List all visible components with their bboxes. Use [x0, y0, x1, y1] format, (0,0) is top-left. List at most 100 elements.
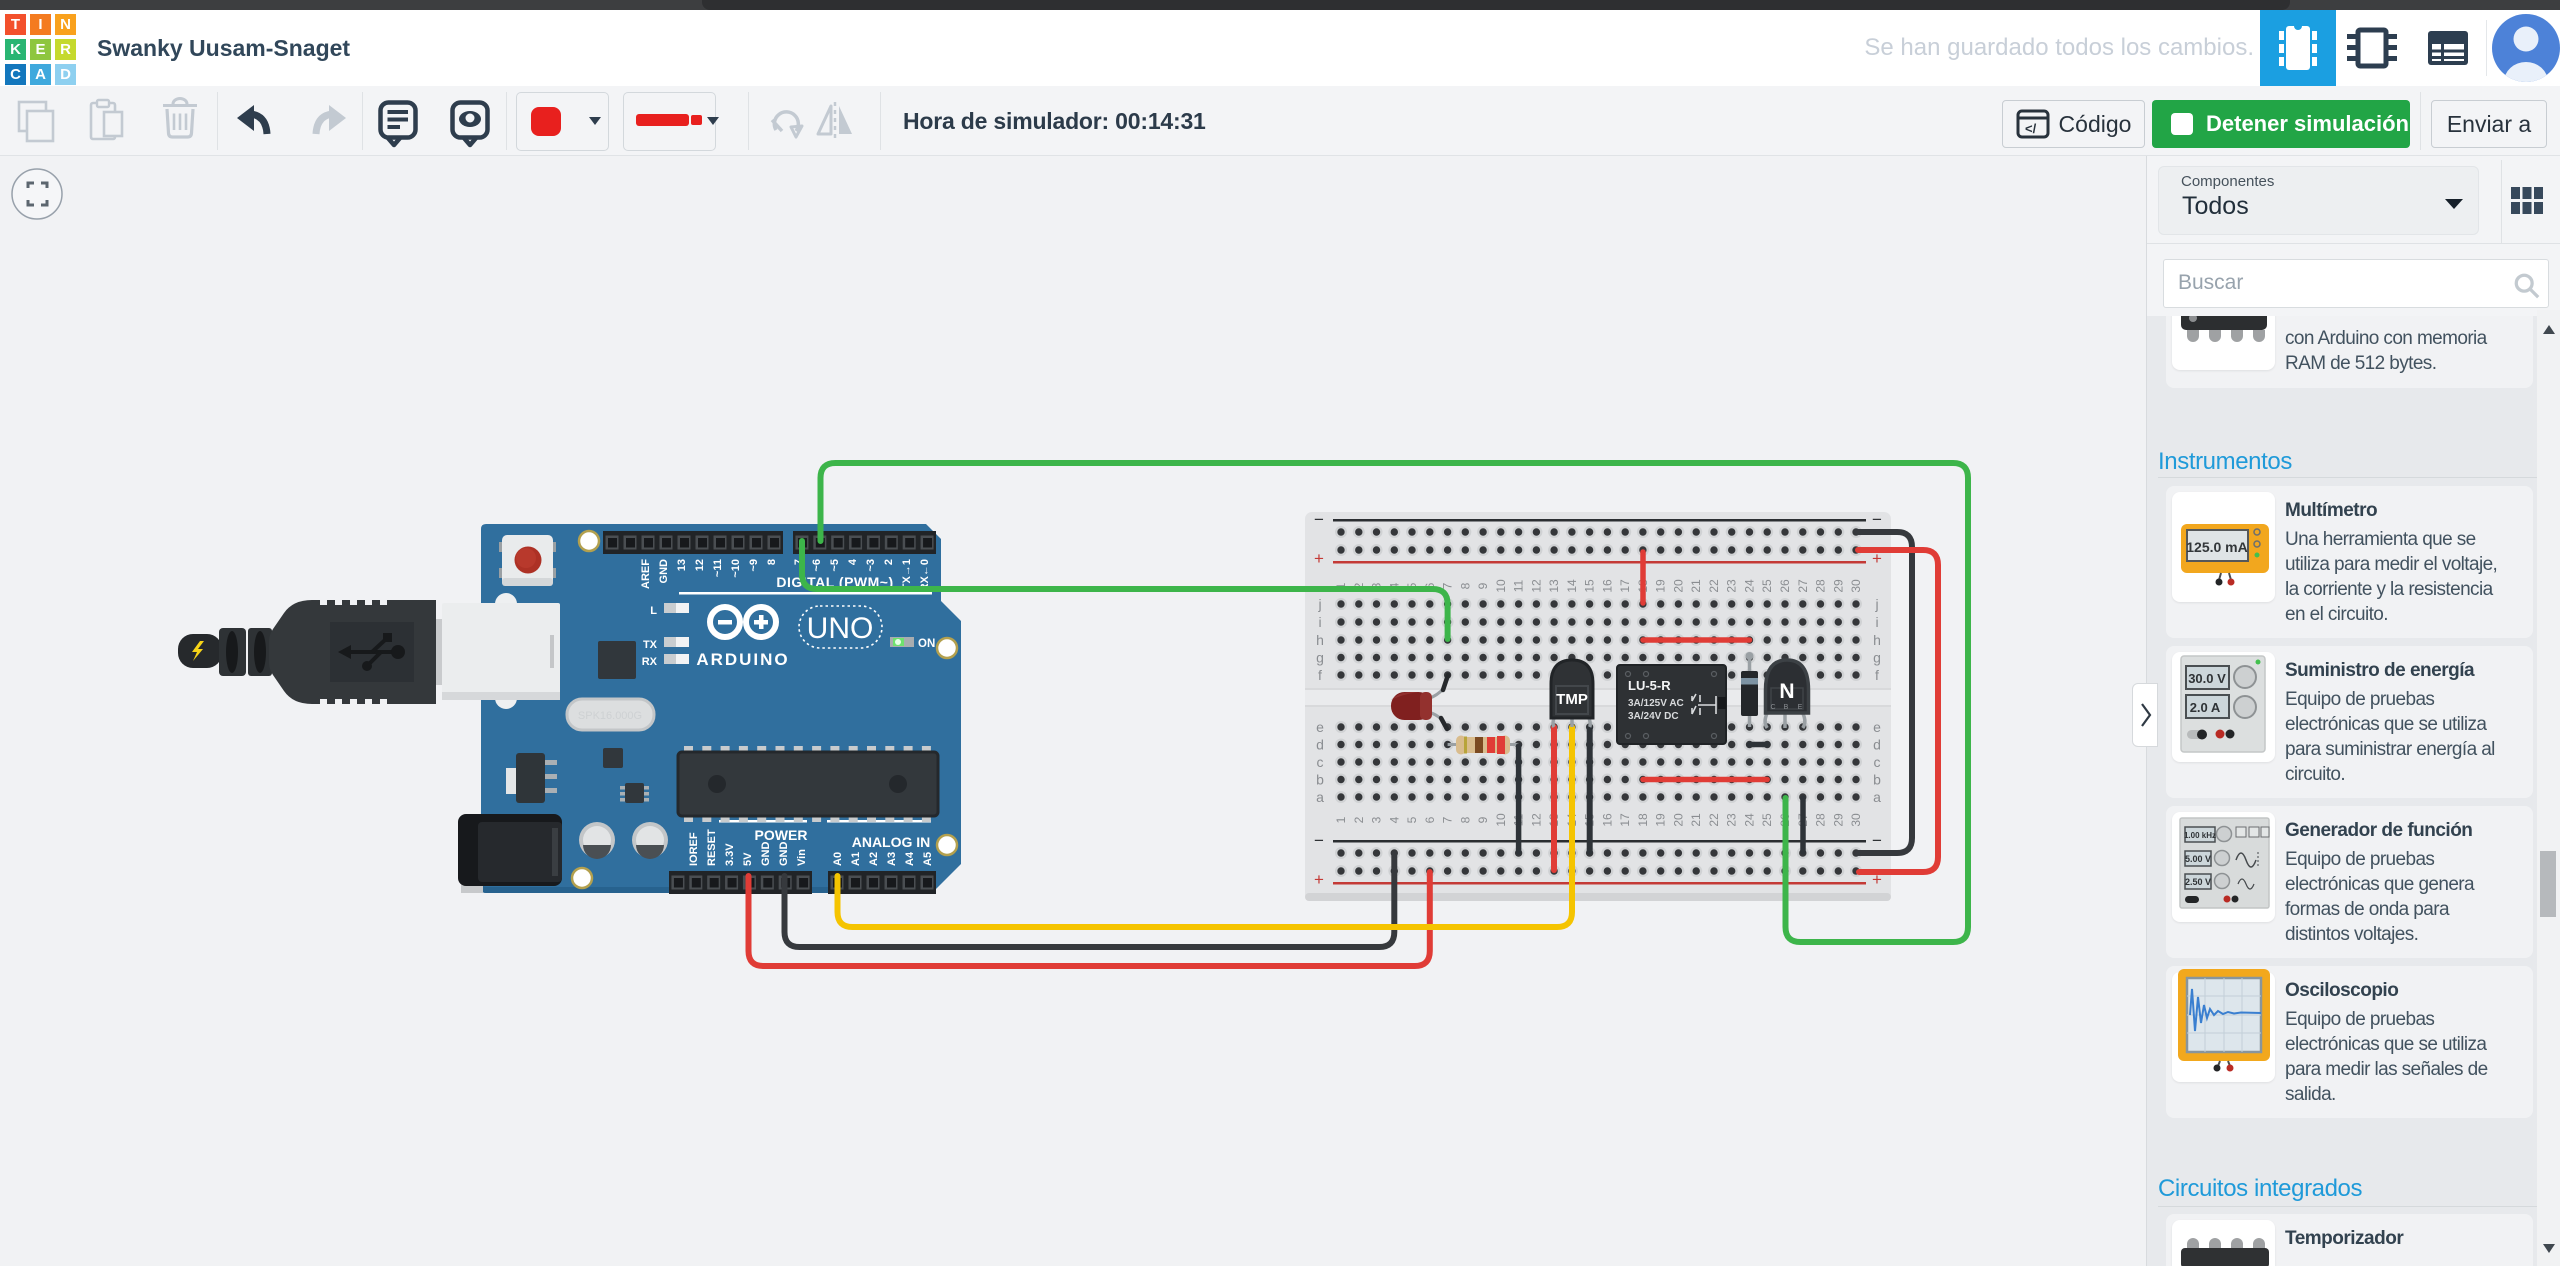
svg-text:A2: A2 — [868, 852, 880, 866]
svg-text:1: 1 — [1334, 582, 1348, 589]
svg-text:AREF: AREF — [640, 559, 652, 589]
svg-text:3A/125V AC: 3A/125V AC — [1628, 698, 1684, 709]
svg-text:j: j — [1317, 596, 1321, 612]
svg-text:16: 16 — [1600, 813, 1614, 827]
svg-text:j: j — [1874, 596, 1878, 612]
svg-text:2: 2 — [1352, 816, 1366, 823]
svg-text:RX←0: RX←0 — [919, 559, 931, 591]
svg-text:ARDUINO: ARDUINO — [696, 650, 789, 669]
svg-text:8: 8 — [1458, 582, 1472, 589]
svg-text:~3: ~3 — [865, 559, 877, 572]
svg-text:g: g — [1316, 650, 1324, 666]
svg-text:3.3V: 3.3V — [724, 843, 736, 866]
svg-text:N: N — [1779, 680, 1794, 703]
svg-text:5: 5 — [1405, 816, 1419, 823]
svg-text:A0: A0 — [832, 852, 844, 866]
svg-text:19: 19 — [1654, 579, 1668, 593]
svg-text:4: 4 — [847, 558, 859, 565]
svg-text:3: 3 — [1370, 816, 1384, 823]
svg-text:A4: A4 — [904, 851, 916, 866]
svg-text:ON: ON — [918, 638, 935, 650]
svg-text:~11: ~11 — [712, 559, 724, 577]
svg-text:c: c — [1874, 754, 1881, 770]
svg-text:−: − — [1314, 510, 1324, 529]
svg-text:e: e — [1873, 719, 1881, 735]
svg-text:GND: GND — [778, 842, 790, 867]
svg-text:SPK16.000G: SPK16.000G — [578, 710, 642, 722]
svg-text:2.50 V: 2.50 V — [2185, 877, 2211, 887]
svg-text:f: f — [1318, 667, 1322, 683]
svg-text:26: 26 — [1778, 579, 1792, 593]
svg-text:21: 21 — [1689, 579, 1703, 593]
svg-text:15: 15 — [1583, 579, 1597, 593]
svg-text:B: B — [1784, 704, 1789, 711]
svg-text:e: e — [1316, 719, 1324, 735]
svg-text:POWER: POWER — [755, 827, 808, 843]
svg-text:+: + — [1314, 549, 1324, 568]
svg-text:IOREF: IOREF — [688, 832, 700, 866]
svg-text:25: 25 — [1760, 579, 1774, 593]
svg-text:24: 24 — [1743, 579, 1757, 593]
svg-text:c: c — [1317, 754, 1324, 770]
svg-text:d: d — [1873, 737, 1881, 753]
svg-text:29: 29 — [1831, 813, 1845, 827]
svg-text:2: 2 — [883, 559, 895, 565]
svg-text:13: 13 — [676, 559, 688, 571]
svg-text:20: 20 — [1671, 579, 1685, 593]
svg-text:f: f — [1875, 667, 1879, 683]
svg-text:A1: A1 — [850, 852, 862, 866]
svg-text:~5: ~5 — [829, 559, 841, 572]
svg-text:5V: 5V — [742, 852, 754, 866]
svg-text:30: 30 — [1849, 813, 1863, 827]
svg-text:1.00 kHz: 1.00 kHz — [2184, 831, 2216, 840]
svg-text:3A/24V DC: 3A/24V DC — [1628, 711, 1679, 722]
svg-text:30.0 V: 30.0 V — [2188, 671, 2226, 686]
svg-text:9: 9 — [1476, 582, 1490, 589]
svg-text:+: + — [1872, 870, 1882, 889]
svg-text:19: 19 — [1654, 813, 1668, 827]
svg-text:~6: ~6 — [811, 559, 823, 572]
svg-text:27: 27 — [1796, 579, 1810, 593]
svg-text:21: 21 — [1689, 813, 1703, 827]
svg-text:~10: ~10 — [730, 559, 742, 578]
svg-text:2: 2 — [1352, 582, 1366, 589]
svg-text:L: L — [650, 605, 657, 617]
svg-text:12: 12 — [1529, 813, 1543, 827]
svg-text:GND: GND — [760, 842, 772, 867]
svg-text:23: 23 — [1725, 579, 1739, 593]
svg-text:22: 22 — [1707, 813, 1721, 827]
svg-text:5.00 V: 5.00 V — [2185, 854, 2211, 864]
svg-text:11: 11 — [1512, 579, 1526, 592]
svg-text:</: </ — [2025, 121, 2037, 136]
svg-text:29: 29 — [1831, 579, 1845, 593]
svg-text:12: 12 — [1529, 579, 1543, 593]
svg-text:3: 3 — [1370, 582, 1384, 589]
svg-text:23: 23 — [1725, 813, 1739, 827]
svg-text:+: + — [1872, 549, 1882, 568]
svg-text:i: i — [1318, 614, 1321, 630]
svg-text:+: + — [1314, 870, 1324, 889]
svg-text:30: 30 — [1849, 579, 1863, 593]
svg-text:−: − — [1872, 510, 1882, 529]
svg-text:h: h — [1873, 632, 1881, 648]
svg-text:−: − — [1314, 831, 1324, 850]
svg-text:TX→1: TX→1 — [901, 559, 913, 590]
svg-text:10: 10 — [1494, 813, 1508, 827]
svg-text:g: g — [1873, 650, 1881, 666]
svg-text:22: 22 — [1707, 579, 1721, 593]
svg-text:20: 20 — [1671, 813, 1685, 827]
svg-text:GND: GND — [658, 559, 670, 584]
svg-text:4: 4 — [1387, 816, 1401, 823]
svg-text:C: C — [1770, 704, 1775, 711]
svg-text:125.0 mA: 125.0 mA — [2186, 539, 2247, 555]
svg-text:A3: A3 — [886, 852, 898, 866]
svg-text:i: i — [1875, 614, 1878, 630]
svg-text:RESET: RESET — [706, 829, 718, 866]
svg-text:E: E — [1798, 704, 1803, 711]
svg-text:b: b — [1316, 772, 1324, 788]
svg-text:12: 12 — [694, 559, 706, 571]
svg-text:b: b — [1873, 772, 1881, 788]
svg-text:24: 24 — [1743, 813, 1757, 827]
svg-text:9: 9 — [1476, 816, 1490, 823]
svg-text:16: 16 — [1600, 579, 1614, 593]
